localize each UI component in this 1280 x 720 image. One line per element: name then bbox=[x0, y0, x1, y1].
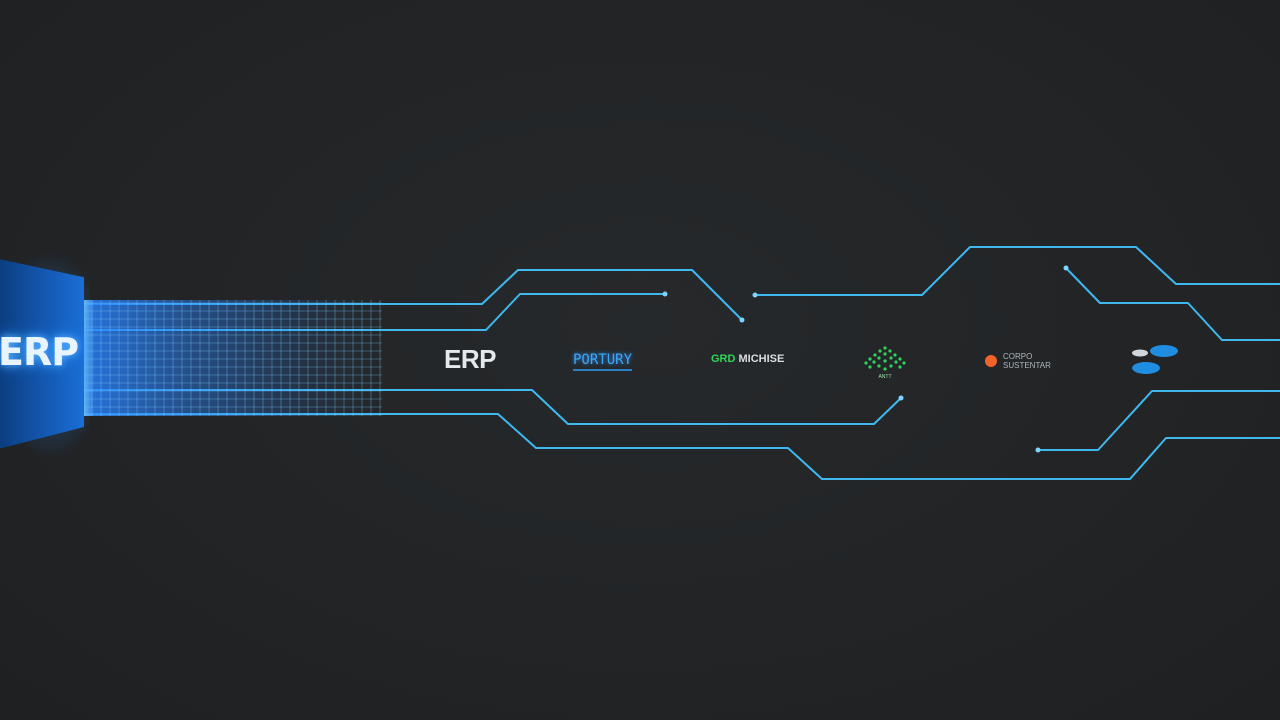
logo-portal: PORTURY bbox=[573, 352, 633, 371]
logo-orange-line2: SUSTENTAR bbox=[1003, 361, 1051, 370]
trace-node bbox=[898, 395, 904, 401]
trace-node bbox=[752, 292, 758, 298]
blue-cloud-logo-icon bbox=[1132, 345, 1178, 374]
trace-right-lower bbox=[1038, 390, 1280, 451]
erp-panel-label: ERP bbox=[0, 330, 79, 374]
logo-orange-text: CORPO SUSTENTAR bbox=[1003, 352, 1051, 370]
orange-leaf-icon bbox=[985, 355, 997, 367]
trace-mid-upper bbox=[755, 246, 1280, 296]
trace-node bbox=[1035, 447, 1041, 453]
data-stream-beam bbox=[82, 300, 382, 416]
tree-logo-icon: ANTT bbox=[864, 346, 906, 380]
trace-right-upper bbox=[1065, 267, 1280, 341]
logo-orange-line1: CORPO bbox=[1003, 352, 1033, 361]
logo-green-rest: MICHISE bbox=[735, 353, 785, 365]
erp-panel bbox=[0, 258, 84, 450]
tree-logo-caption: ANTT bbox=[878, 374, 891, 380]
trace-node bbox=[662, 291, 668, 297]
trace-node bbox=[739, 317, 745, 323]
trace-node bbox=[1063, 265, 1069, 271]
trace-lower-inner bbox=[84, 389, 902, 425]
logo-green-prefix: GRD bbox=[711, 353, 736, 365]
logo-green-wordmark: GRD MICHISE bbox=[711, 353, 784, 365]
logo-orange: CORPO SUSTENTAR bbox=[985, 352, 1051, 370]
trace-lower-outer bbox=[84, 413, 1280, 480]
logo-erp: ERP bbox=[444, 344, 496, 374]
